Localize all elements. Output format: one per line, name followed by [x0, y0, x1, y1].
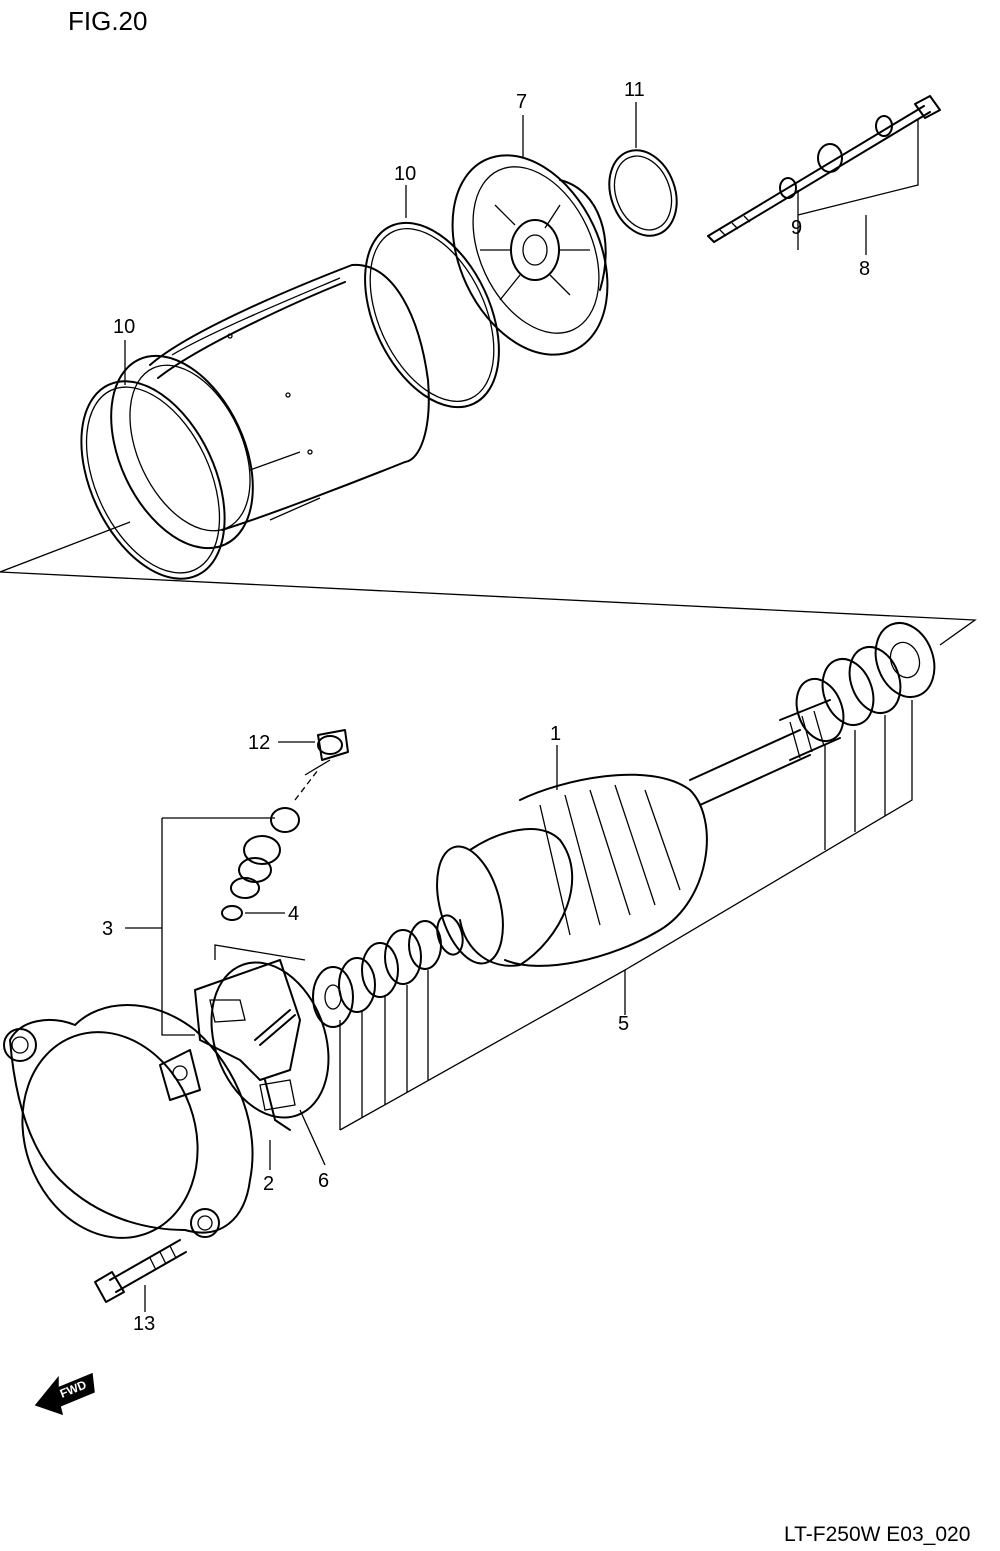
drawing-code: LT-F250W E03_020 — [784, 1523, 970, 1546]
leader-lines — [124, 102, 919, 1312]
callout-8: 8 — [859, 258, 870, 280]
o-ring-right — [364, 221, 500, 409]
callout-6: 6 — [318, 1170, 329, 1192]
yoke-housing — [110, 263, 430, 550]
figure-label: FIG.20 — [68, 6, 147, 36]
divider-line — [0, 521, 131, 573]
callout-10-left: 10 — [113, 316, 135, 338]
callout-1: 1 — [550, 723, 561, 745]
washer-stack-left — [312, 920, 442, 1028]
callout-11: 11 — [624, 79, 645, 101]
o-ring-small — [608, 149, 678, 237]
callout-3: 3 — [102, 918, 113, 940]
callout-13: 13 — [133, 1313, 155, 1335]
terminal-parts — [221, 729, 349, 921]
mounting-bolt — [94, 1239, 187, 1303]
callout-labels: 1 2 3 4 5 6 7 8 9 10 10 11 12 13 — [102, 79, 870, 1335]
callout-12: 12 — [248, 732, 270, 754]
front-housing — [3, 1004, 254, 1239]
fwd-arrow: FWD — [34, 1372, 95, 1416]
armature — [436, 699, 841, 967]
o-ring-left — [80, 380, 226, 580]
callout-7: 7 — [516, 91, 527, 113]
callout-9: 9 — [791, 217, 802, 239]
brush-assembly — [264, 1079, 291, 1131]
callout-4: 4 — [288, 903, 299, 925]
callout-2: 2 — [263, 1173, 274, 1195]
brush-holder — [194, 944, 330, 1119]
washer-stack-right — [795, 622, 936, 742]
callout-5: 5 — [618, 1013, 629, 1035]
through-bolt — [707, 95, 941, 243]
end-cover — [451, 154, 609, 356]
callout-10-upper: 10 — [394, 163, 416, 185]
